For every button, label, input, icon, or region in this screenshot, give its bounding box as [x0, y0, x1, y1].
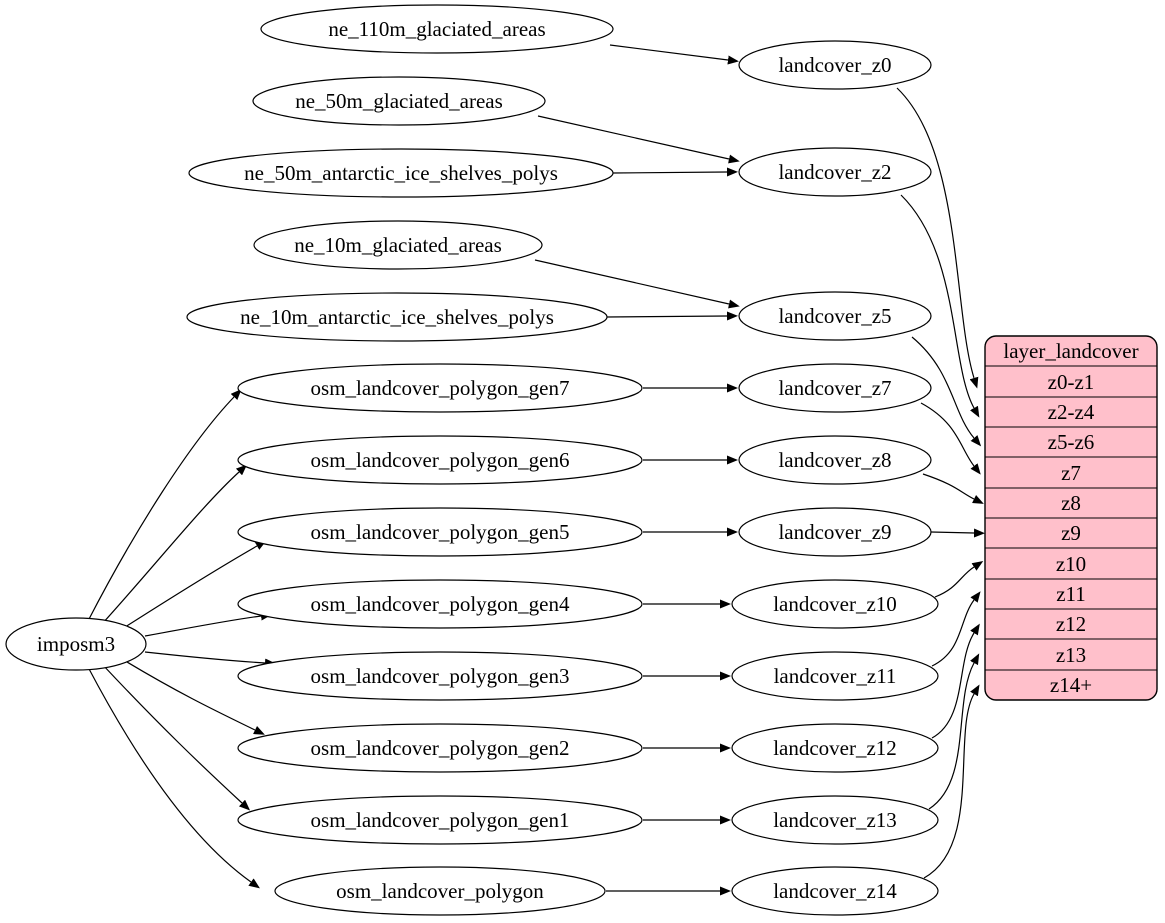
edge-landcover_z8-to-row-z8	[922, 473, 984, 504]
edge-imposm3-to-osm_landcover_polygon	[87, 666, 260, 889]
node-osm_landcover_polygon_gen2: osm_landcover_polygon_gen2	[237, 723, 643, 773]
node-label: landcover_z2	[778, 160, 891, 184]
table-row-z12: z12	[1056, 612, 1086, 636]
node-label: landcover_z8	[778, 448, 891, 472]
node-ne_110m_glaciated_areas: ne_110m_glaciated_areas	[260, 4, 614, 54]
edge-landcover_z14-to-row-z14plus	[923, 684, 980, 879]
node-label: osm_landcover_polygon_gen4	[311, 592, 570, 616]
node-osm_landcover_polygon_gen4: osm_landcover_polygon_gen4	[237, 579, 643, 629]
node-label: ne_10m_antarctic_ice_shelves_polys	[240, 305, 554, 329]
node-label: imposm3	[37, 632, 115, 656]
edge-landcover_z7-to-row-z7	[920, 402, 981, 475]
edge-ne_50m_glaciated_areas-to-landcover_z2	[537, 115, 740, 164]
node-label: landcover_z13	[773, 808, 897, 832]
node-label: landcover_z5	[778, 304, 891, 328]
node-label: osm_landcover_polygon	[336, 879, 544, 903]
node-osm_landcover_polygon_gen5: osm_landcover_polygon_gen5	[237, 507, 643, 557]
node-label: ne_50m_glaciated_areas	[295, 89, 503, 113]
edge-landcover_z2-to-row-z2-z4	[900, 194, 980, 418]
table-row-z9: z9	[1061, 521, 1081, 545]
edge-imposm3-to-osm_landcover_polygon_gen6	[101, 464, 248, 625]
table-row-z8: z8	[1061, 491, 1081, 515]
edges	[87, 44, 985, 896]
table-row-z2-z4: z2-z4	[1048, 400, 1095, 424]
edge-ne_110m_glaciated_areas-to-landcover_z0	[609, 44, 739, 65]
table-row-z11: z11	[1056, 582, 1086, 606]
edge-ne_50m_antarctic_ice_shelves_polys-to-landcover_z2	[612, 167, 738, 177]
edge-landcover_z5-to-row-z5-z6	[911, 336, 982, 447]
node-osm_landcover_polygon: osm_landcover_polygon	[274, 866, 606, 916]
node-landcover_z7: landcover_z7	[738, 363, 932, 413]
table-row-z14plus: z14+	[1050, 673, 1092, 697]
node-landcover_z0: landcover_z0	[738, 40, 932, 90]
node-label: ne_50m_antarctic_ice_shelves_polys	[244, 161, 558, 185]
node-landcover_z12: landcover_z12	[731, 723, 939, 773]
node-label: landcover_z14	[773, 879, 897, 903]
table-row-z7: z7	[1061, 461, 1081, 485]
node-landcover_z5: landcover_z5	[738, 291, 932, 341]
node-label: landcover_z9	[778, 520, 891, 544]
node-ne_50m_antarctic_ice_shelves_polys: ne_50m_antarctic_ice_shelves_polys	[188, 148, 614, 198]
node-ne_10m_antarctic_ice_shelves_polys: ne_10m_antarctic_ice_shelves_polys	[186, 292, 608, 342]
node-landcover_z10: landcover_z10	[731, 579, 939, 629]
table-row-z0-z1: z0-z1	[1048, 370, 1095, 394]
node-label: osm_landcover_polygon_gen7	[311, 376, 570, 400]
node-landcover_z8: landcover_z8	[738, 435, 932, 485]
node-osm_landcover_polygon_gen3: osm_landcover_polygon_gen3	[237, 651, 643, 701]
edge-imposm3-to-osm_landcover_polygon_gen2	[121, 658, 265, 735]
node-label: osm_landcover_polygon_gen6	[311, 448, 570, 472]
node-landcover_z11: landcover_z11	[731, 651, 939, 701]
node-label: osm_landcover_polygon_gen5	[311, 520, 570, 544]
edge-landcover_z10-to-row-z10	[934, 561, 984, 598]
table-row-z13: z13	[1056, 643, 1086, 667]
node-ne_10m_glaciated_areas: ne_10m_glaciated_areas	[253, 220, 543, 270]
node-label: landcover_z0	[778, 53, 891, 77]
node-landcover_z9: landcover_z9	[738, 507, 932, 557]
edge-imposm3-to-osm_landcover_polygon_gen5	[121, 540, 267, 630]
edge-imposm3-to-osm_landcover_polygon_gen4	[144, 611, 272, 637]
edge-landcover_z13-to-row-z13	[928, 653, 980, 810]
table-row-z5-z6: z5-z6	[1048, 430, 1095, 454]
edge-ne_10m_antarctic_ice_shelves_polys-to-landcover_z5	[606, 311, 738, 321]
node-label: osm_landcover_polygon_gen3	[311, 664, 570, 688]
table-layer_landcover: layer_landcover z0-z1 z2-z4 z5-z6 z7 z8 …	[984, 335, 1158, 701]
edge-imposm3-to-osm_landcover_polygon_gen1	[101, 663, 251, 811]
node-label: osm_landcover_polygon_gen1	[311, 808, 570, 832]
node-landcover_z2: landcover_z2	[738, 147, 932, 197]
node-label: ne_110m_glaciated_areas	[328, 17, 545, 41]
node-landcover_z14: landcover_z14	[731, 866, 939, 916]
node-label: landcover_z12	[773, 736, 897, 760]
node-imposm3: imposm3	[5, 617, 147, 671]
node-label: ne_10m_glaciated_areas	[294, 233, 502, 257]
edge-landcover_z9-to-row-z9	[930, 528, 985, 538]
node-osm_landcover_polygon_gen7: osm_landcover_polygon_gen7	[237, 363, 643, 413]
edge-imposm3-to-osm_landcover_polygon_gen3	[144, 651, 276, 668]
edge-ne_10m_glaciated_areas-to-landcover_z5	[534, 259, 740, 309]
edge-imposm3-to-osm_landcover_polygon_gen7	[87, 389, 242, 622]
edge-landcover_z11-to-row-z11	[931, 591, 981, 667]
node-osm_landcover_polygon_gen6: osm_landcover_polygon_gen6	[237, 435, 643, 485]
node-label: landcover_z10	[773, 592, 897, 616]
node-label: osm_landcover_polygon_gen2	[311, 736, 570, 760]
node-osm_landcover_polygon_gen1: osm_landcover_polygon_gen1	[237, 795, 643, 845]
node-label: landcover_z7	[778, 376, 891, 400]
table-title: layer_landcover	[1003, 339, 1138, 363]
node-landcover_z13: landcover_z13	[731, 795, 939, 845]
node-label: landcover_z11	[774, 664, 897, 688]
table-row-z10: z10	[1056, 552, 1086, 576]
edge-landcover_z0-to-row-z0-z1	[896, 87, 979, 389]
edge-landcover_z12-to-row-z12	[931, 623, 980, 739]
node-ne_50m_glaciated_areas: ne_50m_glaciated_areas	[252, 76, 546, 126]
